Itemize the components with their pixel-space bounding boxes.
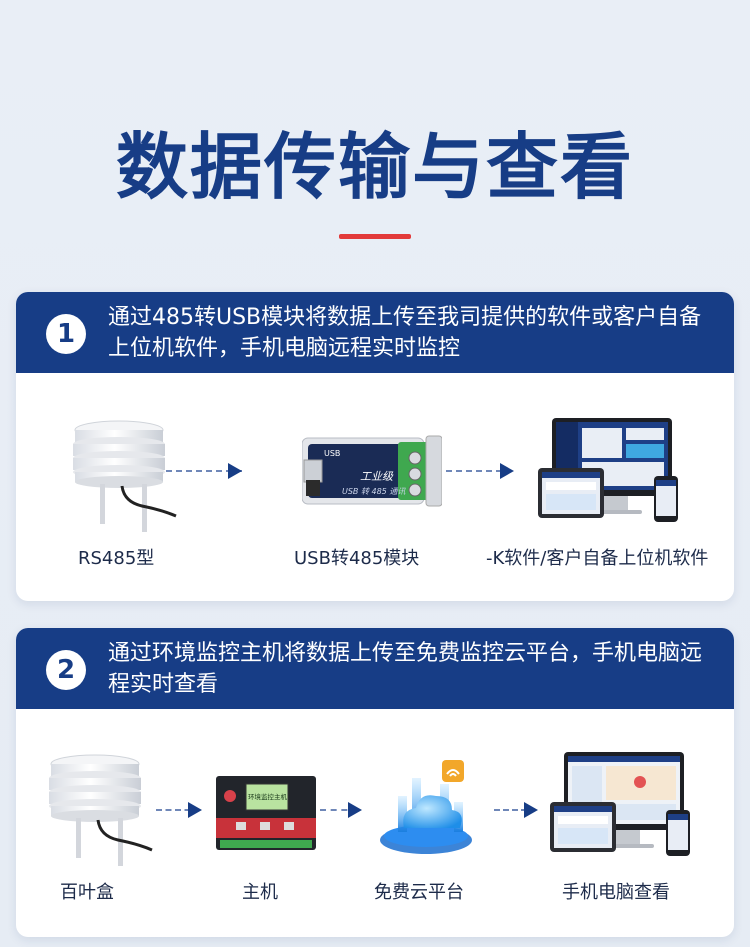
- title-underline: [339, 234, 411, 239]
- usb-485-module-icon: 工业级 USB 转 485 通讯 USB: [302, 432, 442, 510]
- node-label: -K软件/客户自备上位机软件: [486, 548, 709, 569]
- flow-arrow-line: [320, 809, 358, 811]
- arrow-right-icon: [500, 463, 514, 479]
- shutter-box-sensor-icon: [64, 420, 179, 535]
- cloud-platform-icon: [370, 756, 490, 866]
- arrow-right-icon: [228, 463, 242, 479]
- section-2-card: 2 通过环境监控主机将数据上传至免费监控云平台，手机电脑远程实时查看 百叶盒: [16, 628, 734, 937]
- arrow-right-icon: [524, 802, 538, 818]
- section-2-number: 2: [46, 650, 86, 690]
- node-label: RS485型: [78, 548, 155, 569]
- arrow-right-icon: [188, 802, 202, 818]
- section-1-number: 1: [46, 314, 86, 354]
- section-1-header: 1 通过485转USB模块将数据上传至我司提供的软件或客户自备上位机软件，手机电…: [16, 292, 734, 373]
- module-sub-text: USB 转 485 通讯: [342, 487, 406, 496]
- host-screen-text: 环境监控主机: [248, 792, 288, 801]
- flow-arrow-line: [156, 809, 200, 811]
- section-1-card: 1 通过485转USB模块将数据上传至我司提供的软件或客户自备上位机软件，手机电…: [16, 292, 734, 601]
- computer-tablet-phone-icon: [550, 752, 690, 858]
- computer-tablet-phone-icon: [538, 418, 678, 524]
- section-2-header: 2 通过环境监控主机将数据上传至免费监控云平台，手机电脑远程实时查看: [16, 628, 734, 709]
- flow-arrow-line: [446, 470, 512, 472]
- node-label: 百叶盒: [60, 882, 114, 903]
- arrow-right-icon: [348, 802, 362, 818]
- flow-arrow-line: [494, 809, 536, 811]
- section-1-description: 通过485转USB模块将数据上传至我司提供的软件或客户自备上位机软件，手机电脑远…: [108, 305, 702, 361]
- shutter-box-sensor-icon: [40, 754, 155, 869]
- section-2-description: 通过环境监控主机将数据上传至免费监控云平台，手机电脑远程实时查看: [108, 641, 703, 697]
- flow-arrow-line: [166, 470, 242, 472]
- node-label: 手机电脑查看: [562, 882, 670, 903]
- page-title: 数据传输与查看: [115, 125, 634, 209]
- module-brand-text: 工业级: [360, 470, 394, 483]
- node-label: USB转485模块: [294, 548, 420, 569]
- node-label: 免费云平台: [374, 882, 464, 903]
- node-label: 主机: [242, 882, 278, 903]
- host-controller-icon: 环境监控主机: [216, 774, 316, 854]
- module-usb-text: USB: [324, 449, 340, 458]
